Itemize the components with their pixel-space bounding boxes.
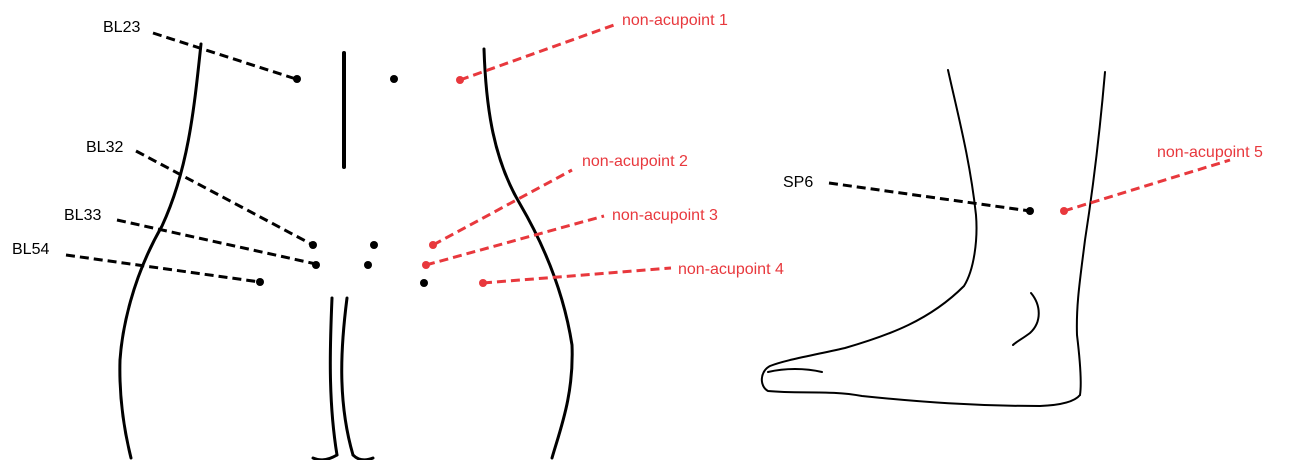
bl33-point — [312, 261, 320, 269]
bl54-point — [256, 278, 264, 286]
toe-line — [767, 368, 823, 373]
non4-point — [479, 279, 487, 287]
bl54-label: BL54 — [12, 241, 49, 258]
bl33-right-point — [364, 261, 372, 269]
non-acupoint-leaders — [425, 23, 1231, 285]
acupoint-leaders — [65, 31, 1031, 284]
non1-point — [456, 76, 464, 84]
bl32-right-point — [370, 241, 378, 249]
gluteal-cleft-left — [328, 296, 339, 457]
foot-outline — [760, 69, 1106, 407]
acupoint-dots — [256, 75, 1034, 287]
bl23-label: BL23 — [103, 19, 140, 36]
bl23-leader — [152, 31, 297, 81]
leg-front-contour — [1075, 71, 1106, 396]
acupoint-labels: BL23 BL32 BL33 BL54 SP6 — [12, 19, 813, 258]
non5-label: non-acupoint 5 — [1157, 144, 1263, 161]
bl33-leader — [116, 218, 317, 266]
back-outline — [118, 42, 574, 460]
non1-label: non-acupoint 1 — [622, 12, 728, 29]
non5-leader — [1063, 158, 1231, 213]
gluteal-cleft-right — [340, 296, 355, 457]
non-acupoint-dots — [422, 76, 1068, 287]
non2-label: non-acupoint 2 — [582, 153, 688, 170]
bl32-point — [309, 241, 317, 249]
right-side-contour — [482, 47, 574, 460]
non3-label: non-acupoint 3 — [612, 207, 718, 224]
non3-point — [422, 261, 430, 269]
bl33-label: BL33 — [64, 207, 101, 224]
bl54-right-point — [420, 279, 428, 287]
non-acupoint-labels: non-acupoint 1 non-acupoint 2 non-acupoi… — [582, 12, 1263, 278]
non2-leader — [432, 168, 573, 247]
sp6-leader — [828, 181, 1031, 213]
midline-upper-point — [390, 75, 398, 83]
non4-label: non-acupoint 4 — [678, 261, 784, 278]
bl54-leader — [65, 253, 261, 284]
sp6-point — [1026, 207, 1034, 215]
bl23-point — [293, 75, 301, 83]
non3-leader — [425, 214, 605, 267]
non4-leader — [482, 266, 672, 285]
bl32-label: BL32 — [86, 139, 123, 156]
bl32-leader — [135, 149, 314, 247]
ankle-bone — [1012, 292, 1040, 346]
non2-point — [429, 241, 437, 249]
leg-back-contour — [760, 69, 1081, 407]
non5-point — [1060, 207, 1068, 215]
sp6-label: SP6 — [783, 174, 813, 191]
left-buttock-curve — [311, 453, 339, 460]
left-side-contour — [118, 42, 203, 460]
right-buttock-curve — [351, 453, 375, 460]
